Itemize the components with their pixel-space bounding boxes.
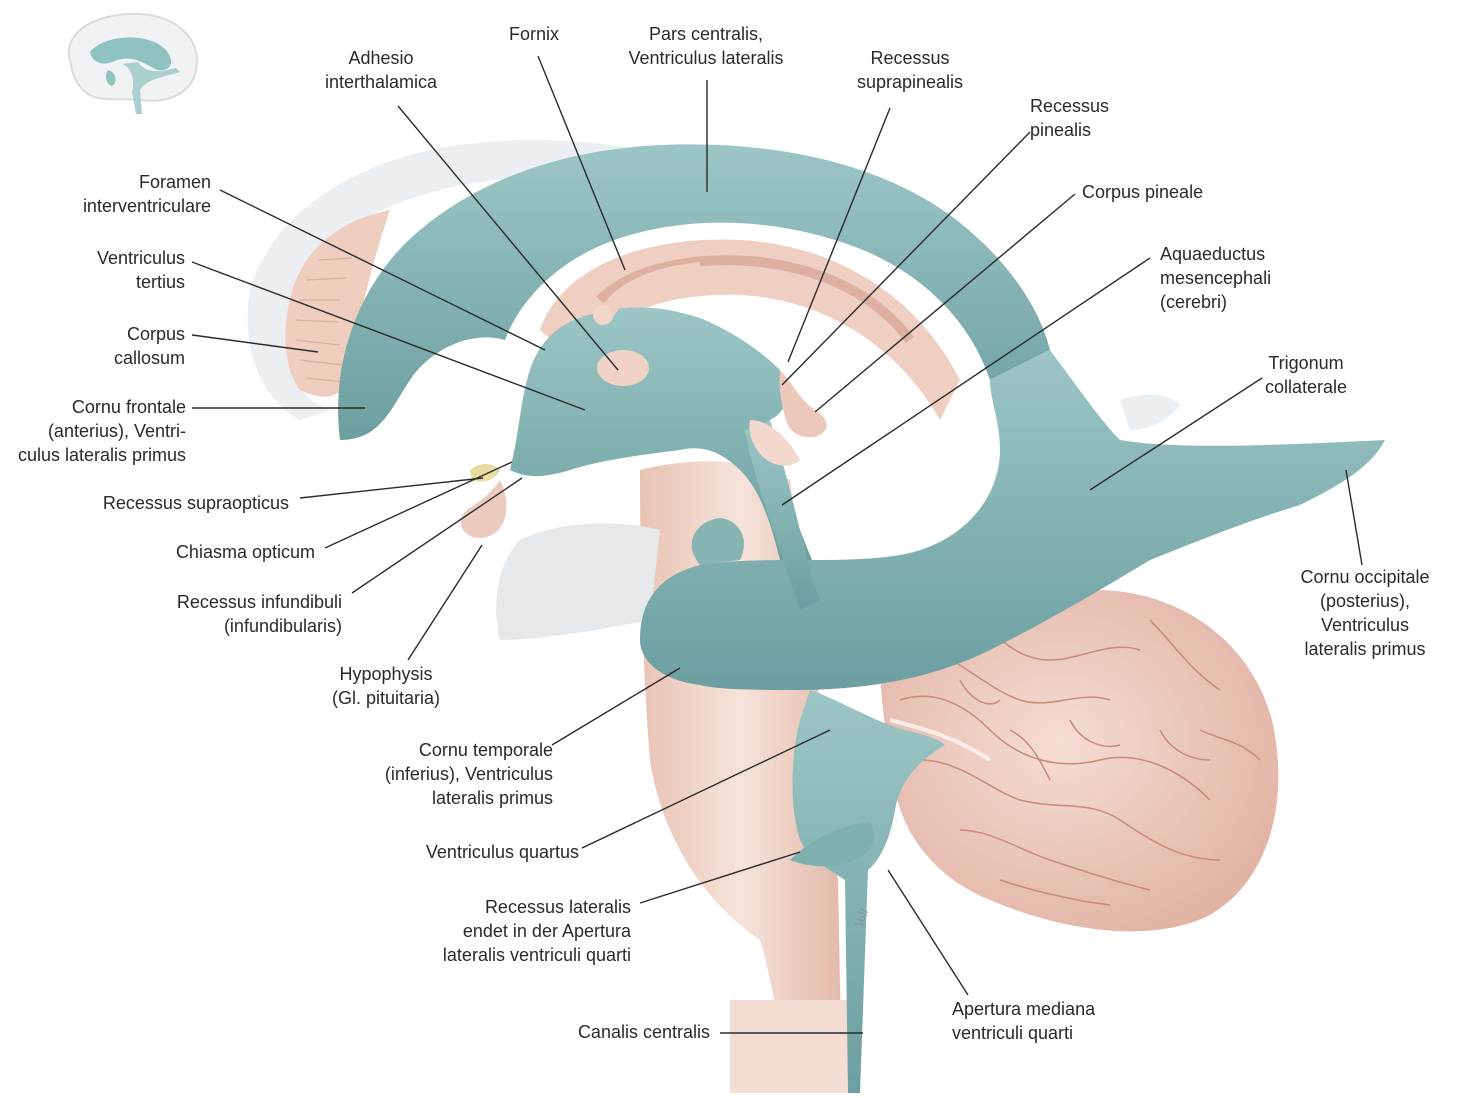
leader-cornu-occipitale: [1346, 470, 1362, 565]
label-chiasma: Chiasma opticum: [100, 540, 315, 564]
label-hypophysis-line-1: Hypophysis: [316, 662, 456, 686]
label-trigonum-line-1: Trigonum: [1248, 351, 1364, 375]
label-rec-lateralis-line-1: Recessus lateralis: [380, 895, 631, 919]
label-fornix: Fornix: [486, 22, 582, 46]
label-rec-infundibuli-line-2: (infundibularis): [120, 614, 342, 638]
ghost-plate: [496, 523, 660, 640]
label-cornu-occipitale-line-2: (posterius),: [1290, 589, 1440, 613]
label-pars-centralis: Pars centralis,Ventriculus lateralis: [600, 22, 812, 70]
label-fornix-line-1: Fornix: [486, 22, 582, 46]
label-cornu-frontale-line-2: (anterius), Ventri-: [0, 419, 186, 443]
label-aquaeductus-line-1: Aquaeductus: [1160, 242, 1271, 266]
hypophysis-shape: [461, 480, 507, 538]
label-cornu-frontale: Cornu frontale(anterius), Ventri-culus l…: [0, 395, 186, 467]
brain-orientation-icon: [69, 14, 197, 114]
label-corpus-pineale: Corpus pineale: [1082, 180, 1203, 204]
label-rec-lateralis-line-2: endet in der Apertura: [380, 919, 631, 943]
label-corpus-callosum-line-2: callosum: [20, 346, 185, 370]
label-rec-lateralis-line-3: lateralis ventriculi quarti: [380, 943, 631, 967]
label-foramen-line-1: Foramen: [20, 170, 211, 194]
label-hypophysis-line-2: (Gl. pituitaria): [316, 686, 456, 710]
label-apertura-mediana-line-2: ventriculi quarti: [952, 1021, 1095, 1045]
label-trigonum-line-2: collaterale: [1248, 375, 1364, 399]
label-cornu-temporale-line-1: Cornu temporale: [330, 738, 553, 762]
label-chiasma-line-1: Chiasma opticum: [100, 540, 315, 564]
leader-hypophysis: [408, 545, 482, 660]
label-rec-pinealis-line-2: pinealis: [1030, 118, 1109, 142]
label-rec-pinealis-line-1: Recessus: [1030, 94, 1109, 118]
leader-apertura-mediana: [888, 870, 968, 995]
label-rec-supraopticus-line-1: Recessus supraopticus: [40, 491, 289, 515]
label-foramen-line-2: interventriculare: [20, 194, 211, 218]
leader-rec-infundibuli: [352, 478, 522, 593]
label-hypophysis: Hypophysis(Gl. pituitaria): [316, 662, 456, 710]
label-rec-suprapinealis-line-1: Recessus: [840, 46, 980, 70]
label-rec-supraopticus: Recessus supraopticus: [40, 491, 289, 515]
label-ventr-quartus: Ventriculus quartus: [380, 840, 579, 864]
label-ventr-tertius-line-2: tertius: [20, 270, 185, 294]
label-aquaeductus-line-2: mesencephali: [1160, 266, 1271, 290]
label-cornu-temporale-line-3: lateralis primus: [330, 786, 553, 810]
label-adhesio-line-2: interthalamica: [306, 70, 456, 94]
label-canalis: Canalis centralis: [500, 1020, 710, 1044]
label-rec-infundibuli: Recessus infundibuli(infundibularis): [120, 590, 342, 638]
label-cornu-occipitale-line-3: Ventriculus: [1290, 613, 1440, 637]
label-ventr-quartus-line-1: Ventriculus quartus: [380, 840, 579, 864]
label-pars-centralis-line-1: Pars centralis,: [600, 22, 812, 46]
label-cornu-occipitale-line-1: Cornu occipitale: [1290, 565, 1440, 589]
label-cornu-frontale-line-1: Cornu frontale: [0, 395, 186, 419]
label-apertura-mediana-line-1: Apertura mediana: [952, 997, 1095, 1021]
label-rec-infundibuli-line-1: Recessus infundibuli: [120, 590, 342, 614]
label-corpus-pineale-line-1: Corpus pineale: [1082, 180, 1203, 204]
label-ventr-tertius-line-1: Ventriculus: [20, 246, 185, 270]
label-pars-centralis-line-2: Ventriculus lateralis: [600, 46, 812, 70]
label-cornu-temporale-line-2: (inferius), Ventriculus: [330, 762, 553, 786]
label-cornu-frontale-line-3: culus lateralis primus: [0, 443, 186, 467]
label-aquaeductus-line-3: (cerebri): [1160, 290, 1271, 314]
adhesio-shape: [597, 350, 649, 386]
label-adhesio-line-1: Adhesio: [306, 46, 456, 70]
label-cornu-occipitale-line-4: lateralis primus: [1290, 637, 1440, 661]
label-corpus-callosum-line-1: Corpus: [20, 322, 185, 346]
label-canalis-line-1: Canalis centralis: [500, 1020, 710, 1044]
label-rec-suprapinealis-line-2: suprapinealis: [840, 70, 980, 94]
